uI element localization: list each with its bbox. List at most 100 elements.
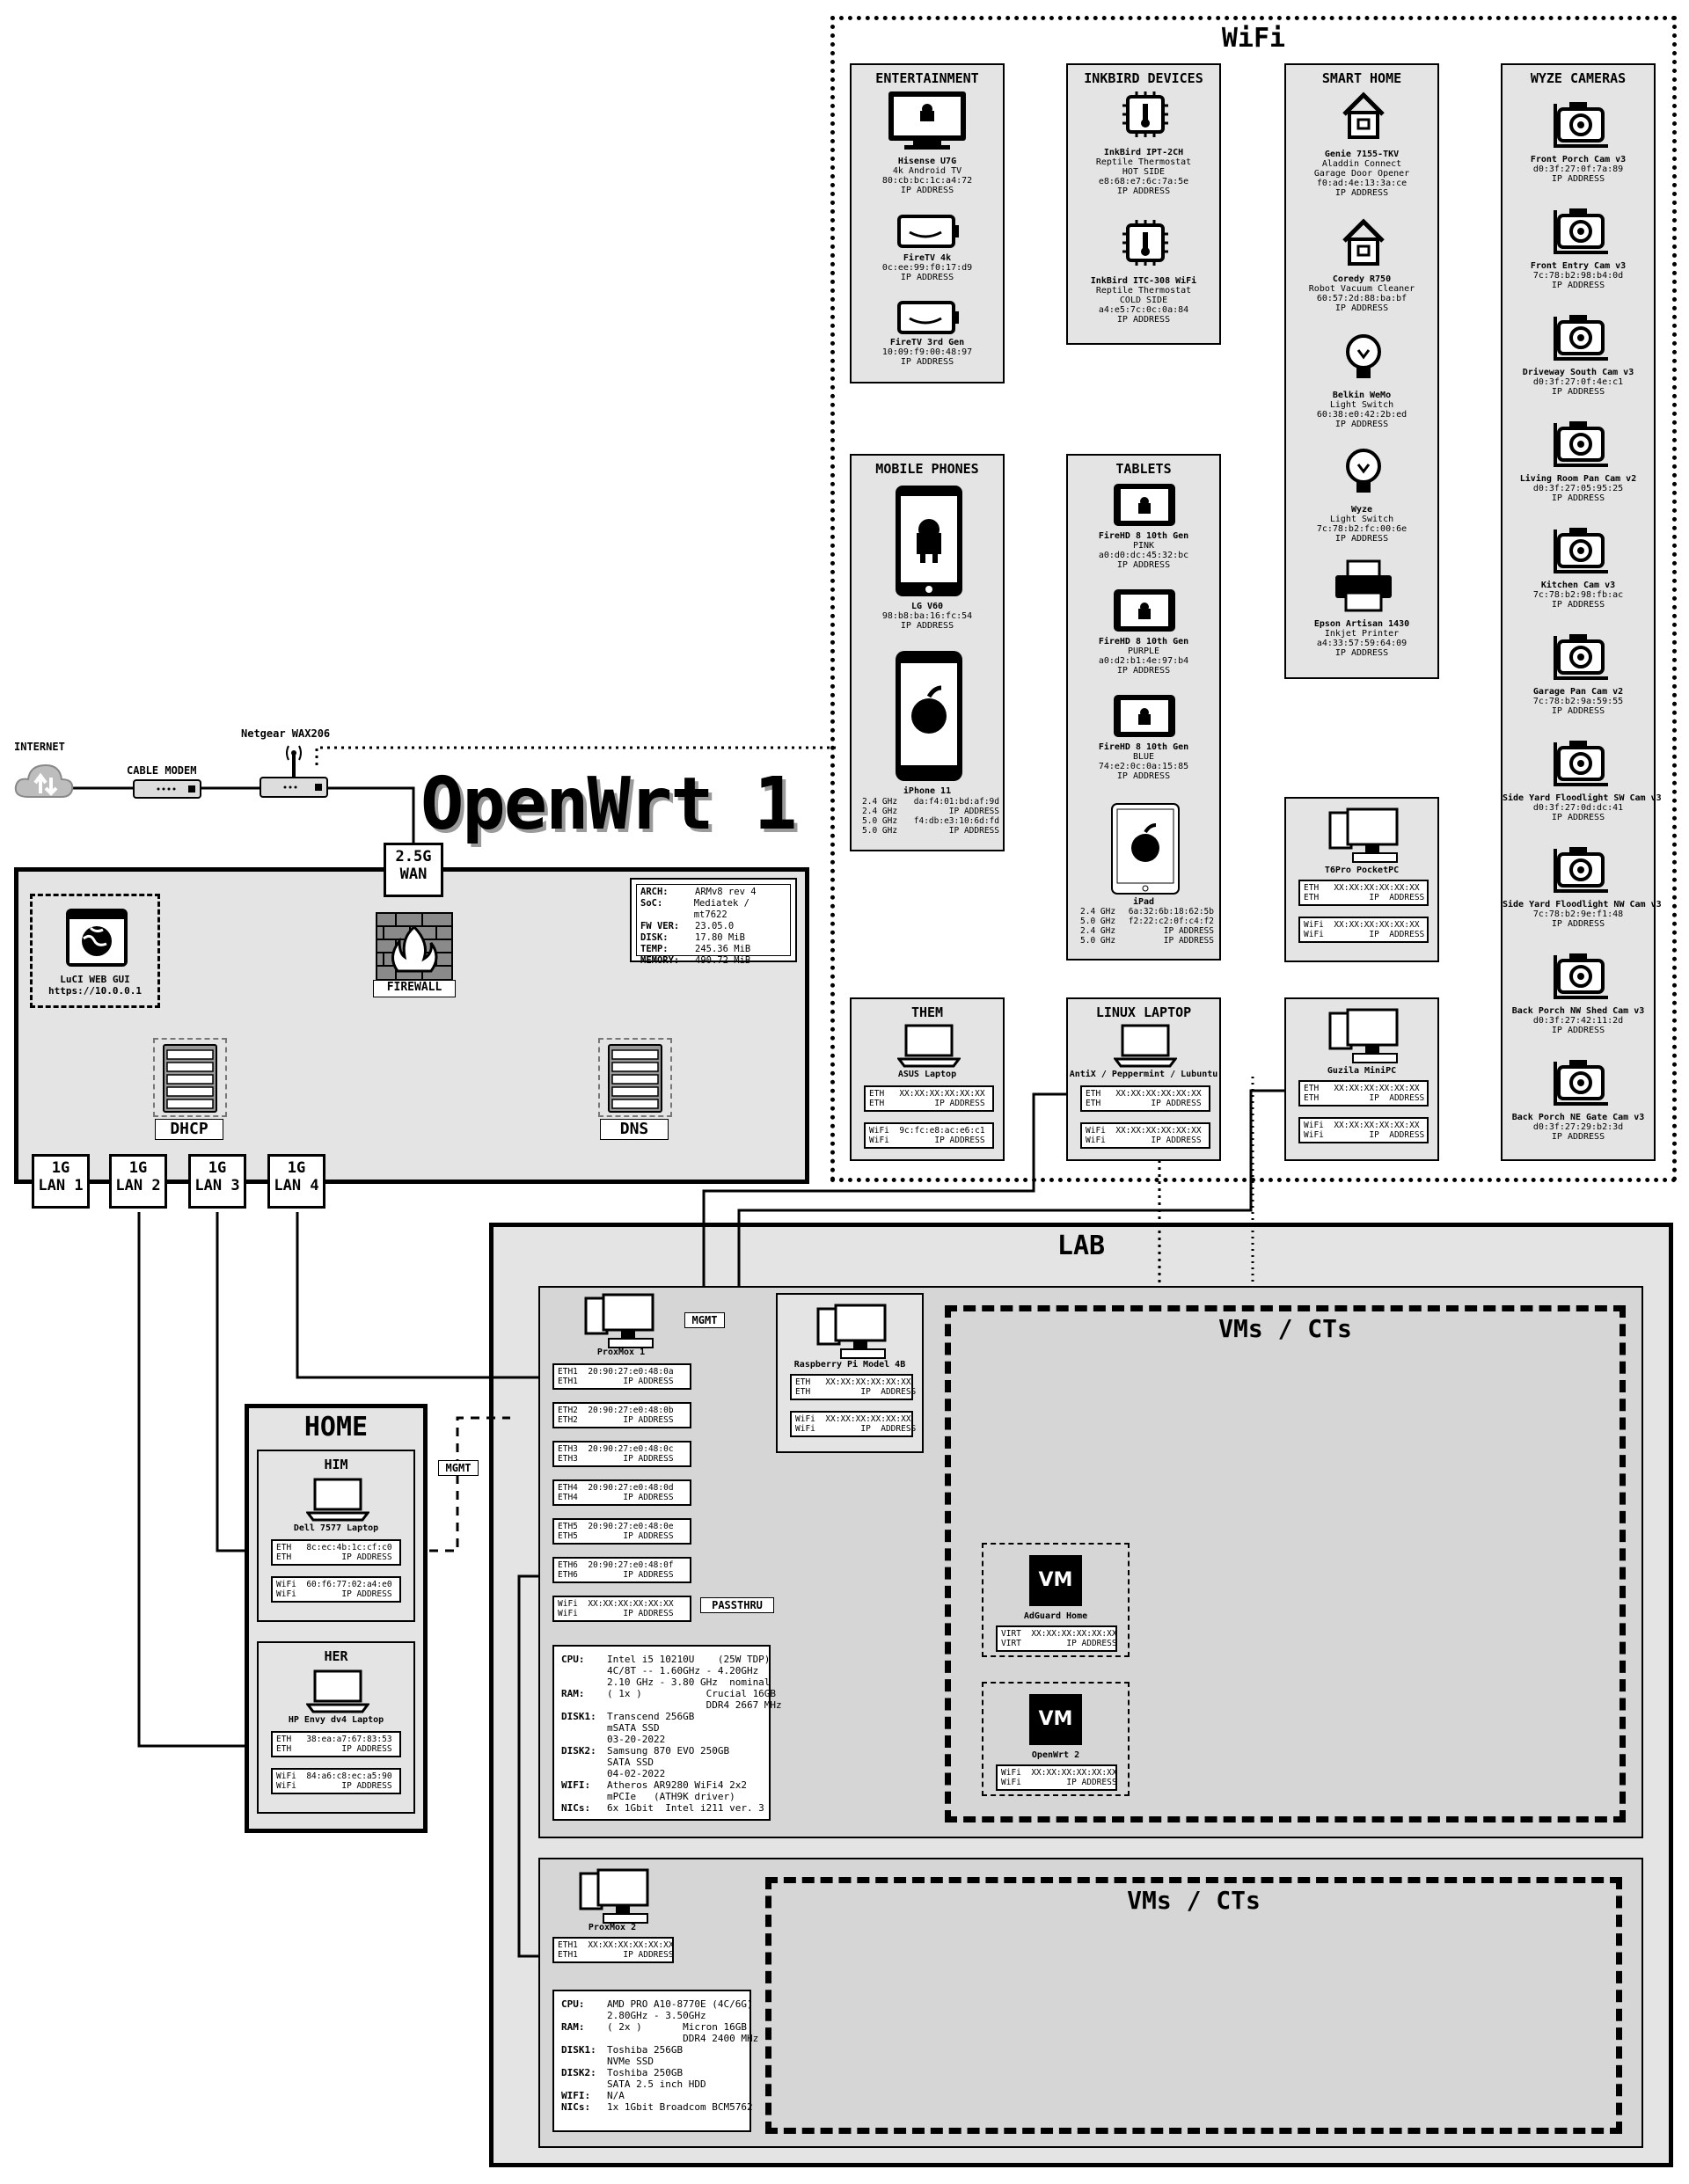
smart-home-icon [1342, 91, 1385, 139]
wireless-ap-icon [260, 745, 328, 798]
tablet-icon [1114, 589, 1175, 632]
info-row: DISK:17.80 MiB [640, 932, 745, 943]
camera-icon [1554, 528, 1608, 573]
device-coredy-vacuum: Coredy R750 Robot Vacuum Cleaner 60:57:2… [1308, 274, 1415, 313]
desktop-pc-icon [579, 1868, 649, 1924]
info-row: TEMP:245.36 MiB [640, 944, 751, 954]
device-linux-laptop: AntiX / Peppermint / Lubuntu [1069, 1070, 1218, 1079]
mgmt-tag: MGMT [438, 1460, 479, 1476]
device-inkbird-hot: InkBird IPT-2CH Reptile Thermostat HOT S… [1095, 148, 1192, 196]
camera-icon [1554, 421, 1608, 467]
inkbird-group: INKBIRD DEVICES InkBird IPT-2CH Reptile … [1066, 63, 1221, 345]
wifi-area [830, 16, 1677, 1182]
vms-cts-area-1 [945, 1305, 1626, 1822]
device-asus-laptop: ASUS Laptop [897, 1070, 957, 1079]
phone-icon [896, 651, 962, 781]
thermostat-chip-icon [1122, 220, 1168, 266]
device-iphone-11: iPhone 11 [903, 786, 952, 796]
camera-icon [1554, 953, 1608, 999]
device-belkin-wemo: Belkin WeMo Light Switch 60:38:e0:42:2b:… [1316, 391, 1408, 429]
tablet-icon [1111, 803, 1180, 895]
proxmox1-name: ProxMox 1 [596, 1348, 646, 1357]
group-title: TABLETS [1115, 461, 1172, 477]
ap-label: Netgear WAX206 [241, 727, 331, 740]
camera-icon [1554, 102, 1608, 148]
vm-badge: VM [1029, 1555, 1082, 1606]
camera-icon [1554, 847, 1608, 893]
wifi-title: WiFi [1221, 23, 1286, 54]
group-title: HIM [324, 1457, 348, 1472]
openwrt-title: OpenWrt 1 [420, 763, 797, 846]
device-firetv-4k: FireTV 4k 0c:ee:99:f0:17:d9 IP ADDRESS [881, 253, 973, 282]
group-title: INKBIRD DEVICES [1084, 70, 1203, 86]
him-group: HIM Dell 7577 Laptop ETH 8c:ec:4b:1c:cf:… [257, 1450, 415, 1622]
device-ipad: iPad [1132, 897, 1155, 907]
home-title: HOME [303, 1412, 369, 1443]
spec-row: DISK1:Transcend 256GB mSATA SSD 03-20-20… [561, 1711, 695, 1745]
spec-row: WIFI:Atheros AR9280 WiFi4 2x2 mPCIe (ATH… [561, 1779, 747, 1802]
device-firetv-3rd: FireTV 3rd Gen 10:09:f9:00:48:97 IP ADDR… [881, 338, 973, 367]
modem-label: CABLE MODEM [127, 764, 197, 777]
spec-row: CPU:AMD PRO A10-8770E (4C/6G) 2.80GHz - … [561, 1998, 753, 2021]
desktop-pc-icon [1328, 1008, 1399, 1063]
vm-badge: VM [1029, 1694, 1082, 1745]
device-epson-printer: Epson Artisan 1430 Inkjet Printer a4:33:… [1313, 619, 1410, 658]
linux-laptop-group: LINUX LAPTOP AntiX / Peppermint / Lubunt… [1066, 997, 1221, 1161]
luci-web-gui[interactable]: LuCI WEB GUI https://10.0.0.1 [30, 894, 160, 1008]
proxmox1-specs: CPU:Intel i5 10210U (25W TDP) 4C/8T -- 1… [552, 1645, 782, 1821]
spec-row: CPU:Intel i5 10210U (25W TDP) 4C/8T -- 1… [561, 1654, 771, 1688]
server-icon [163, 1044, 217, 1113]
camera-icon [1554, 315, 1608, 361]
dhcp-label: DHCP [155, 1119, 223, 1140]
rpi-group: Raspberry Pi Model 4B ETH XX:XX:XX:XX:XX… [776, 1293, 924, 1453]
camera-icon [1554, 634, 1608, 680]
internet-label: INTERNET [14, 741, 65, 753]
firewall-icon [376, 912, 453, 981]
smart-home-icon [1342, 218, 1385, 266]
group-title: MOBILE PHONES [875, 461, 979, 477]
spec-row: RAM:( 2x ) Micron 16GB DDR4 2400 MHz [561, 2021, 759, 2044]
device-inkbird-cold: InkBird ITC-308 WiFi Reptile Thermostat … [1090, 276, 1197, 325]
tablet-icon [1114, 484, 1175, 526]
camera-icon [1554, 741, 1608, 786]
desktop-pc-icon [584, 1293, 654, 1348]
device-hp-laptop: HP Envy dv4 Laptop [288, 1715, 384, 1725]
device-genie-garage: Genie 7155-TKV Aladdin Connect Garage Do… [1313, 150, 1410, 198]
laptop-icon [306, 1669, 369, 1713]
vms-title-2: VMs / CTs [1127, 1886, 1261, 1915]
spec-row: NICs:6x 1Gbit Intel i211 ver. 3 [561, 1802, 764, 1814]
camera-icon [1554, 208, 1608, 254]
entertainment-group: ENTERTAINMENT Hisense U7G 4k Android TV … [850, 63, 1005, 383]
smart-home-group: SMART HOME Genie 7155-TKV Aladdin Connec… [1284, 63, 1439, 679]
phone-icon [896, 486, 962, 596]
dns-server [598, 1038, 672, 1117]
spec-row: DISK1:Toshiba 256GB NVMe SSD [561, 2044, 684, 2067]
laptop-icon [897, 1024, 961, 1068]
globe-icon [66, 909, 128, 967]
firetv-stick-icon [897, 215, 959, 248]
info-row: FW VER:23.05.0 [640, 921, 735, 931]
